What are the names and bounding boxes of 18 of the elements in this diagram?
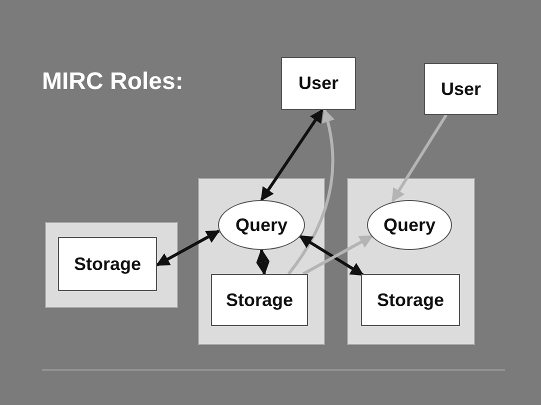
role-panel [45,222,178,308]
role-panel [198,178,325,345]
slide-title: MIRC Roles: [42,68,184,96]
query-ellipse: Query [367,200,452,250]
arrow [298,234,364,276]
arrow [302,234,374,276]
arrow [260,108,324,202]
storage-box: Storage [361,274,460,326]
arrow [287,108,334,275]
storage-box: Storage [58,237,157,291]
user-box: User [424,63,498,115]
arrow [391,114,448,202]
arrow [156,230,220,266]
query-ellipse: Query [218,200,305,250]
role-panel [347,178,475,345]
user-box: User [281,57,356,110]
storage-box: Storage [211,274,308,326]
arrow [256,248,270,276]
